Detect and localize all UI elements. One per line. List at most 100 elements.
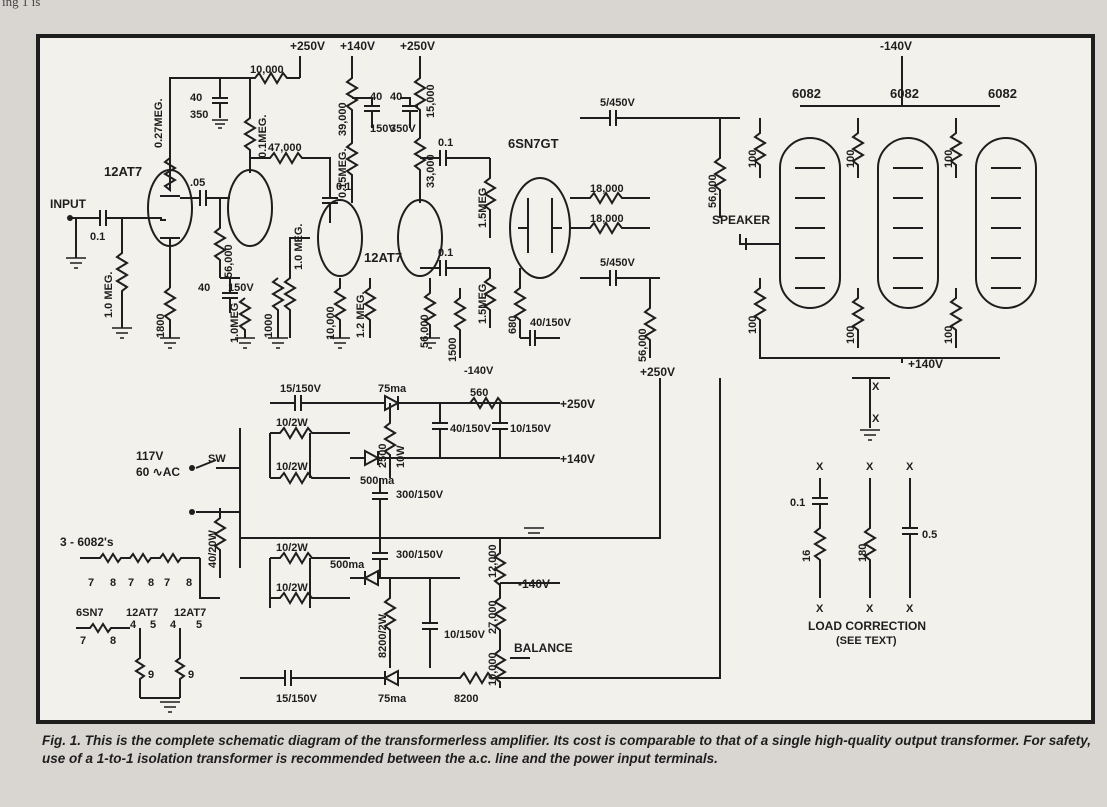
resistor-8200-2w-label: 8200/2W bbox=[377, 613, 389, 658]
line-frequency-label: 60 ∿AC bbox=[136, 465, 180, 479]
resistor-680-label: 680 bbox=[507, 316, 519, 334]
resistor-1meg-b-label: 1.0MEG bbox=[229, 303, 241, 343]
input-capacitor-label: 0.1 bbox=[90, 231, 105, 243]
heater-12at7b-label: 12AT7 bbox=[174, 607, 206, 619]
cap-01b-label: 0.1 bbox=[438, 137, 453, 149]
plate-resistor bbox=[163, 77, 250, 193]
cap-40c-voltage: 350V bbox=[390, 123, 416, 135]
supply-m140-mid: -140V bbox=[464, 365, 494, 377]
output-tube-3-envelope bbox=[975, 137, 1037, 309]
ps-supply-m140: -140V bbox=[518, 577, 550, 591]
resistor-40-20w-label: 40/20W bbox=[207, 529, 219, 568]
output-terminal-1: X bbox=[872, 381, 880, 393]
load-correction-title: LOAD CORRECTION bbox=[808, 619, 926, 633]
cap-10-150a-label: 10/150V bbox=[510, 423, 552, 435]
resistor-8200-label: 8200 bbox=[454, 693, 478, 705]
coupling-capacitor-label: .05 bbox=[190, 177, 205, 189]
load-terminal-2: X bbox=[866, 461, 874, 473]
resistor-33000-label: 33,000 bbox=[425, 154, 437, 188]
figure-caption: Fig. 1. This is the complete schematic d… bbox=[42, 733, 1091, 766]
resistor-10meg-label: 1.0 MEG. bbox=[293, 224, 305, 270]
plate-resistor-label: 0.27MEG. bbox=[153, 98, 165, 148]
output-tube-1-label: 6082 bbox=[792, 86, 821, 101]
ps-supply-250: +250V bbox=[560, 397, 595, 411]
heater-pin-b5: 4 bbox=[170, 619, 177, 631]
speaker-symbol bbox=[739, 234, 752, 250]
supply-250-out: +250V bbox=[640, 365, 675, 379]
tube-12at7-2-label: 12AT7 bbox=[364, 250, 402, 265]
cap-300-150a-label: 300/150V bbox=[396, 489, 444, 501]
heater-pin-c1: 9 bbox=[148, 669, 154, 681]
input-label: INPUT bbox=[50, 197, 87, 211]
heater-12at7a-label: 12AT7 bbox=[126, 607, 158, 619]
cap-5-450a-label: 5/450V bbox=[600, 97, 636, 109]
resistor-56000d-label: 56,000 bbox=[637, 328, 649, 362]
output-tube-3-label: 6082 bbox=[988, 86, 1017, 101]
resistor-100a-label: 100 bbox=[747, 150, 759, 168]
tube-6sn7gt-label: 6SN7GT bbox=[508, 136, 559, 151]
diode-500ma-b-label: 500ma bbox=[330, 559, 365, 571]
resistor-2500-label: 2500 bbox=[377, 444, 389, 468]
resistor-10000ps-label: 10,000 bbox=[487, 652, 499, 686]
heater-pin-b6: 5 bbox=[196, 619, 202, 631]
diode-75ma-b-label: 75ma bbox=[378, 693, 407, 705]
cap-40-150ps-label: 40/150V bbox=[450, 423, 492, 435]
cap-40-150v-label: 150V bbox=[228, 282, 254, 294]
cap-40-150c-label: 40/150V bbox=[530, 317, 572, 329]
resistor-15000-label: 15,000 bbox=[425, 84, 437, 118]
cap-01a-label: 0.1 bbox=[336, 181, 351, 193]
cap-40c-label: 40 bbox=[390, 91, 402, 103]
switch-label: SW bbox=[208, 453, 226, 465]
tube-12at7-second-half-envelope bbox=[227, 169, 273, 247]
cap-5-450b-label: 5/450V bbox=[600, 257, 636, 269]
resistor-56000c-label: 56,000 bbox=[707, 174, 719, 208]
resistor-15meg-b-label: 1.5MEG bbox=[477, 284, 489, 324]
resistor-56000-label: 56,000 bbox=[223, 244, 235, 278]
heater-3-6082-label: 3 - 6082's bbox=[60, 535, 114, 549]
resistor-18000b-label: 18,000 bbox=[590, 213, 624, 225]
resistor-100c-label: 100 bbox=[943, 150, 955, 168]
header-fragment: ing 1 is bbox=[2, 0, 41, 9]
heater-pin-a6: 8 bbox=[186, 577, 192, 589]
cap-40b-label: 40 bbox=[370, 91, 382, 103]
supply-m140-top: -140V bbox=[880, 39, 912, 53]
resistor-01meg-label: 0.1MEG. bbox=[257, 115, 269, 158]
resistor-39000-label: 39,000 bbox=[337, 102, 349, 136]
line-voltage-label: 117V bbox=[136, 449, 163, 463]
tube-12at7-2-envelope bbox=[317, 199, 363, 277]
supply-140-out: +140V bbox=[908, 357, 943, 371]
resistor-12meg-label: 1.2 MEG. bbox=[355, 292, 367, 338]
cap-01c-label: 0.1 bbox=[438, 247, 453, 259]
diode-500ma-a-label: 500ma bbox=[360, 475, 395, 487]
decoupling-cap-voltage: 350 bbox=[190, 109, 208, 121]
tube-12at7-2b-envelope bbox=[397, 199, 443, 277]
resistor-12000-label: 12,000 bbox=[487, 544, 499, 578]
cap-15-150b-label: 15/150V bbox=[276, 693, 318, 705]
load-resistor-16-label: 16 bbox=[801, 550, 813, 562]
load-terminal-6: X bbox=[906, 603, 914, 615]
supply-250-b: +250V bbox=[400, 39, 435, 53]
resistor-100f-label: 100 bbox=[943, 326, 955, 344]
heater-pin-b4: 5 bbox=[150, 619, 156, 631]
resistor-1500-label: 1500 bbox=[447, 338, 459, 362]
output-terminal-2: X bbox=[872, 413, 880, 425]
resistor-100e-label: 100 bbox=[845, 326, 857, 344]
supply-140-a: +140V bbox=[340, 39, 375, 53]
grid-resistor-label: 1.0 MEG. bbox=[103, 272, 115, 318]
resistor-10-2w-d-label: 10/2W bbox=[276, 582, 308, 594]
resistor-10-2w-c-label: 10/2W bbox=[276, 542, 308, 554]
schematic-panel: INPUT 0.1 1.0 MEG. 12AT7 0.27MEG. 1800 .… bbox=[36, 34, 1095, 724]
heater-6sn7-label: 6SN7 bbox=[76, 607, 104, 619]
heater-pin-c2: 9 bbox=[188, 669, 194, 681]
cathode-resistor-label: 1800 bbox=[155, 314, 167, 338]
heater-pin-a1: 7 bbox=[88, 577, 94, 589]
resistor-27000-label: 27,000 bbox=[487, 600, 499, 634]
resistor-560-label: 560 bbox=[470, 387, 488, 399]
resistor-15meg-a-label: 1.5MEG bbox=[477, 188, 489, 228]
resistor-10000b-label: 10,000 bbox=[325, 306, 337, 340]
speaker-label: SPEAKER bbox=[712, 213, 770, 227]
ps-supply-140: +140V bbox=[560, 452, 595, 466]
heater-pin-b3: 4 bbox=[130, 619, 137, 631]
resistor-10-2w-a-label: 10/2W bbox=[276, 417, 308, 429]
resistor-1000-label: 1000 bbox=[263, 314, 275, 338]
